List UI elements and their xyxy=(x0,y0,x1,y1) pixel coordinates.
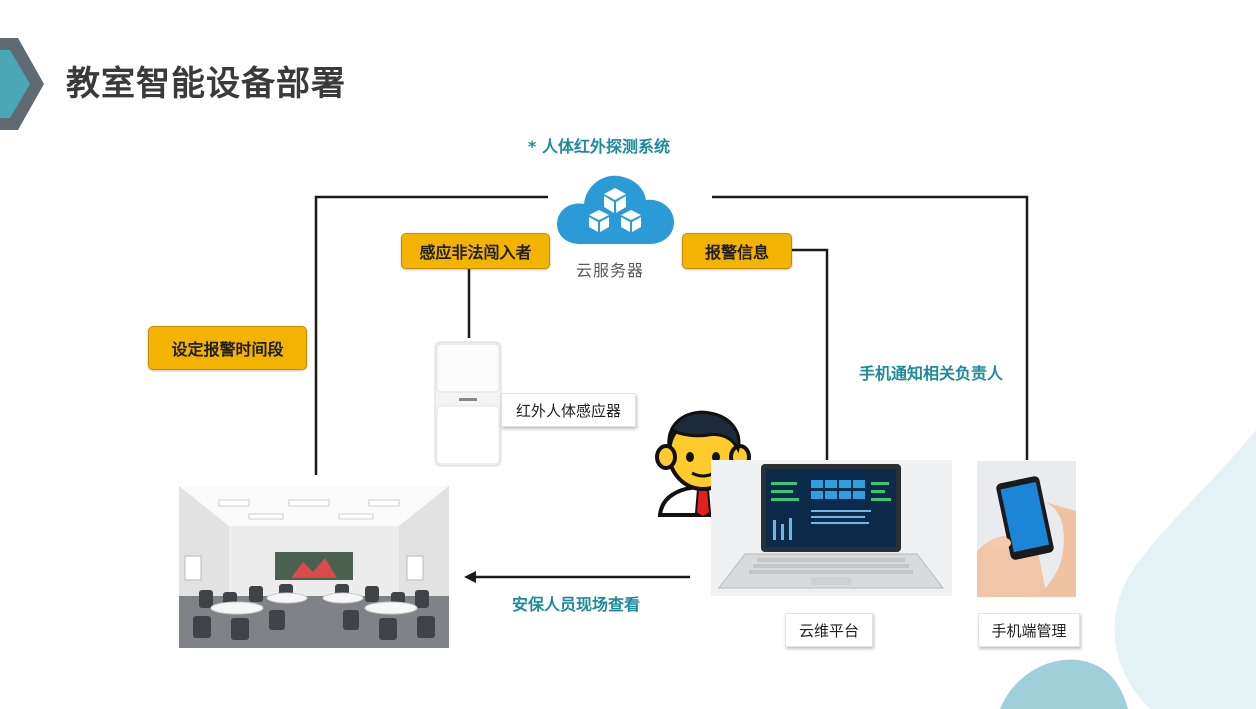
system-label: * 人体红外探测系统 xyxy=(528,137,670,156)
background-shape-decoration xyxy=(1000,430,1256,709)
sensor-caption: 红外人体感应器 xyxy=(501,393,636,427)
intruder-detection-box: 感应非法闯入者 xyxy=(401,233,550,269)
alarm-period-box: 设定报警时间段 xyxy=(148,326,307,370)
laptop-platform-image xyxy=(711,460,952,596)
infrared-sensor-image xyxy=(434,341,502,467)
mobile-caption: 手机端管理 xyxy=(978,613,1080,647)
mobile-phone-image xyxy=(977,461,1076,597)
platform-caption: 云维平台 xyxy=(785,613,873,647)
notify-label: 手机通知相关负责人 xyxy=(859,364,1004,383)
cloud-server-label: 云服务器 xyxy=(576,261,645,280)
alarm-info-box: 报警信息 xyxy=(682,233,792,269)
page-title: 教室智能设备部署 xyxy=(66,64,346,104)
cloud-server-icon xyxy=(556,175,674,244)
corner-chevron-decoration xyxy=(0,38,44,130)
security-label: 安保人员现场查看 xyxy=(512,595,641,614)
classroom-image xyxy=(179,486,449,648)
